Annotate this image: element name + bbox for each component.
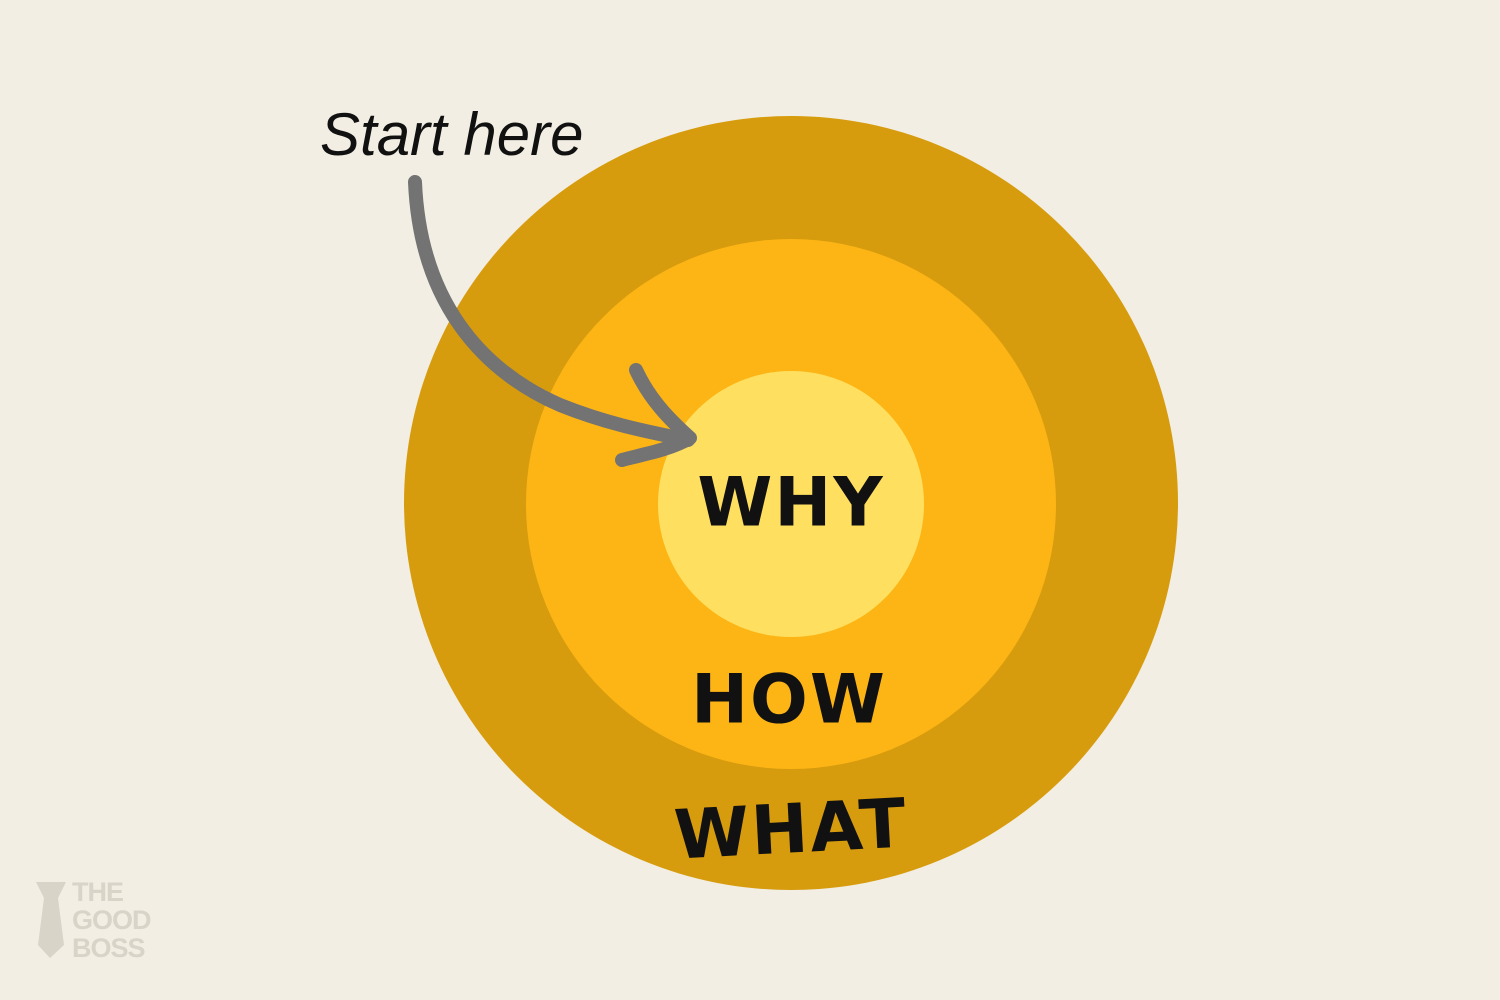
arrow-icon bbox=[408, 175, 697, 467]
label-why: WHY bbox=[697, 463, 885, 543]
label-what: WHAT bbox=[672, 784, 910, 876]
circle-why bbox=[658, 371, 924, 637]
logo-line: THE bbox=[72, 877, 124, 907]
logo-line: GOOD bbox=[72, 905, 152, 935]
logo: THE GOOD BOSS bbox=[72, 877, 152, 963]
tie-icon bbox=[36, 882, 66, 958]
start-here-annotation: Start here bbox=[320, 101, 584, 168]
label-how: HOW bbox=[691, 660, 887, 740]
logo-line: BOSS bbox=[72, 933, 146, 963]
